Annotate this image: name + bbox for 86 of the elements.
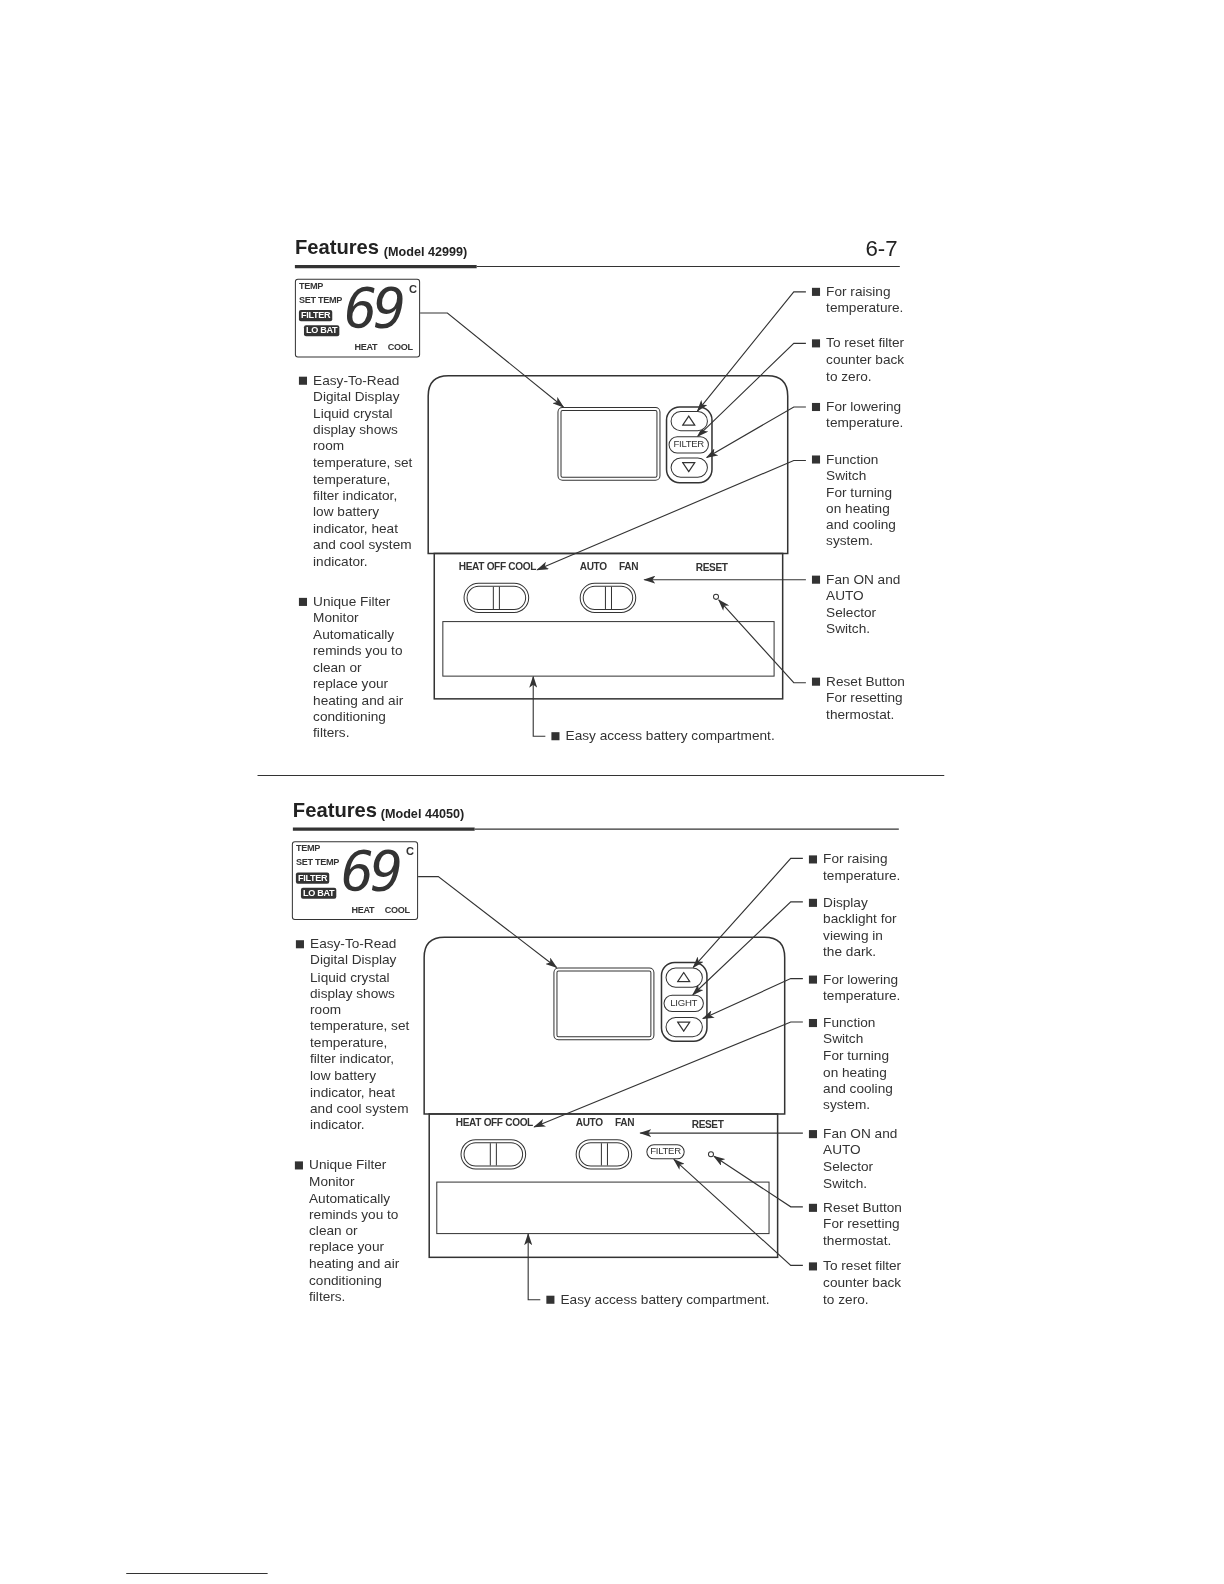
display-screen [557, 407, 661, 481]
filter-button: FILTER [668, 436, 709, 454]
callout-text: Function Switch [802, 1014, 904, 1048]
lcd-inset [294, 278, 421, 358]
callout-text: Reset Button [805, 673, 913, 691]
lcd-label: TEMP [298, 281, 323, 291]
callout-text: To reset filter counter back to zero. [802, 1258, 908, 1308]
lcd-label: SET TEMP [298, 295, 342, 305]
unit-label: C [409, 283, 417, 295]
mode-label: HEAT [354, 343, 378, 353]
callout-text: For turning on heating and cooling system. [825, 484, 897, 551]
leader-arrow [696, 291, 807, 412]
leader-arrow [417, 876, 558, 969]
reset-label: RESET [695, 561, 728, 573]
leader-arrow [696, 342, 807, 437]
temperature-readout: 69 [344, 281, 402, 337]
reset-label: RESET [691, 1118, 724, 1131]
switch-position-label: COOL [505, 1116, 533, 1129]
up-button [665, 967, 703, 988]
display-screen [553, 967, 655, 1041]
indicator-label: FILTER [298, 310, 333, 322]
feature-description: Unique Filter Monitor Automatically reminds you to clean or replace your heating and air conditioning filters. [292, 593, 408, 742]
section-title: Features [292, 798, 378, 823]
leader-arrow [673, 1158, 804, 1266]
callout-text: Fan ON and AUTO Selector Switch. [805, 571, 902, 638]
leader-arrow [705, 406, 807, 459]
switch-position-label: OFF [486, 560, 506, 572]
light-button: LIGHT [663, 994, 704, 1012]
indicator-label: FILTER [295, 872, 330, 884]
indicator-label: LO BAT [304, 325, 340, 337]
callout-text: Reset Button [802, 1199, 910, 1217]
callout-text: For turning on heating and cooling system. [822, 1047, 894, 1114]
callout-text: To reset filter counter back to zero. [805, 335, 911, 385]
callout-text: For resetting thermostat. [822, 1216, 901, 1250]
leader-arrow [701, 978, 804, 1020]
switch-position-label: HEAT [458, 560, 484, 572]
callout-text: Display backlight for viewing in the dark. [802, 894, 904, 961]
lcd-inset [291, 841, 419, 920]
callout-text: For resetting thermostat. [825, 690, 904, 723]
model-number: (Model 44050) [380, 806, 465, 822]
leader-arrow [713, 1155, 804, 1208]
callout-text: Function Switch [805, 451, 907, 485]
switch-position-label: COOL [508, 560, 536, 572]
leader-arrow [643, 575, 807, 584]
lcd-label: SET TEMP [295, 858, 339, 868]
unit-label: C [406, 846, 414, 858]
feature-description: Unique Filter Monitor Automatically reminds you to clean or replace your heating and air conditioning filters. [288, 1157, 404, 1306]
lcd-label: TEMP [295, 844, 320, 854]
indicator-label: LO BAT [300, 887, 337, 899]
callout-text: For lowering temperature. [805, 398, 909, 432]
reset-hole [707, 1151, 714, 1158]
down-button [665, 1016, 703, 1038]
switch-position-label: HEAT [455, 1116, 481, 1129]
down-button [670, 457, 708, 478]
leader-arrow [419, 312, 565, 408]
leader-arrow [524, 1233, 541, 1301]
mode-label: HEAT [351, 905, 375, 915]
feature-description: Easy-To-Read Digital Display Liquid crystal display shows room temperature, set temperature, filter indicator, low battery indicator, heat and cool system indicator. [289, 936, 412, 1134]
callout-text: For raising temperature. [805, 283, 909, 317]
mode-label: COOL [387, 343, 413, 353]
leader-arrow [533, 1021, 804, 1128]
switch-position-label: OFF [483, 1116, 503, 1129]
callout-text: For lowering temperature. [802, 971, 906, 1005]
mode-label: COOL [384, 905, 410, 915]
leader-arrow [692, 857, 804, 969]
temperature-readout: 69 [341, 844, 399, 899]
callout-text: Fan ON and AUTO Selector Switch. [802, 1126, 899, 1192]
switch-position-label: AUTO [575, 1116, 603, 1129]
reset-hole [713, 593, 720, 600]
leader-arrow [529, 675, 546, 737]
model-number: (Model 42999) [383, 244, 468, 259]
page-number: 6-7 [865, 235, 898, 262]
leader-arrow [536, 459, 807, 571]
switch-position-label: FAN [619, 560, 639, 572]
leader-arrow [692, 901, 804, 996]
up-button [670, 411, 708, 432]
switch-position-label: FAN [615, 1116, 635, 1129]
callout-text: Easy access battery compartment. [545, 728, 798, 745]
callout-text: For raising temperature. [802, 851, 906, 885]
switch-position-label: AUTO [579, 560, 607, 572]
feature-description: Easy-To-Read Digital Display Liquid crystal display shows room temperature, set temperature, filter indicator, low battery indicator, heat and cool system indicator. [292, 372, 415, 571]
leader-arrow [639, 1129, 804, 1138]
leader-arrow [718, 599, 807, 684]
callout-text: Easy access battery compartment. [540, 1291, 793, 1309]
filter-button: FILTER [646, 1144, 685, 1160]
section-title: Features [294, 236, 380, 260]
